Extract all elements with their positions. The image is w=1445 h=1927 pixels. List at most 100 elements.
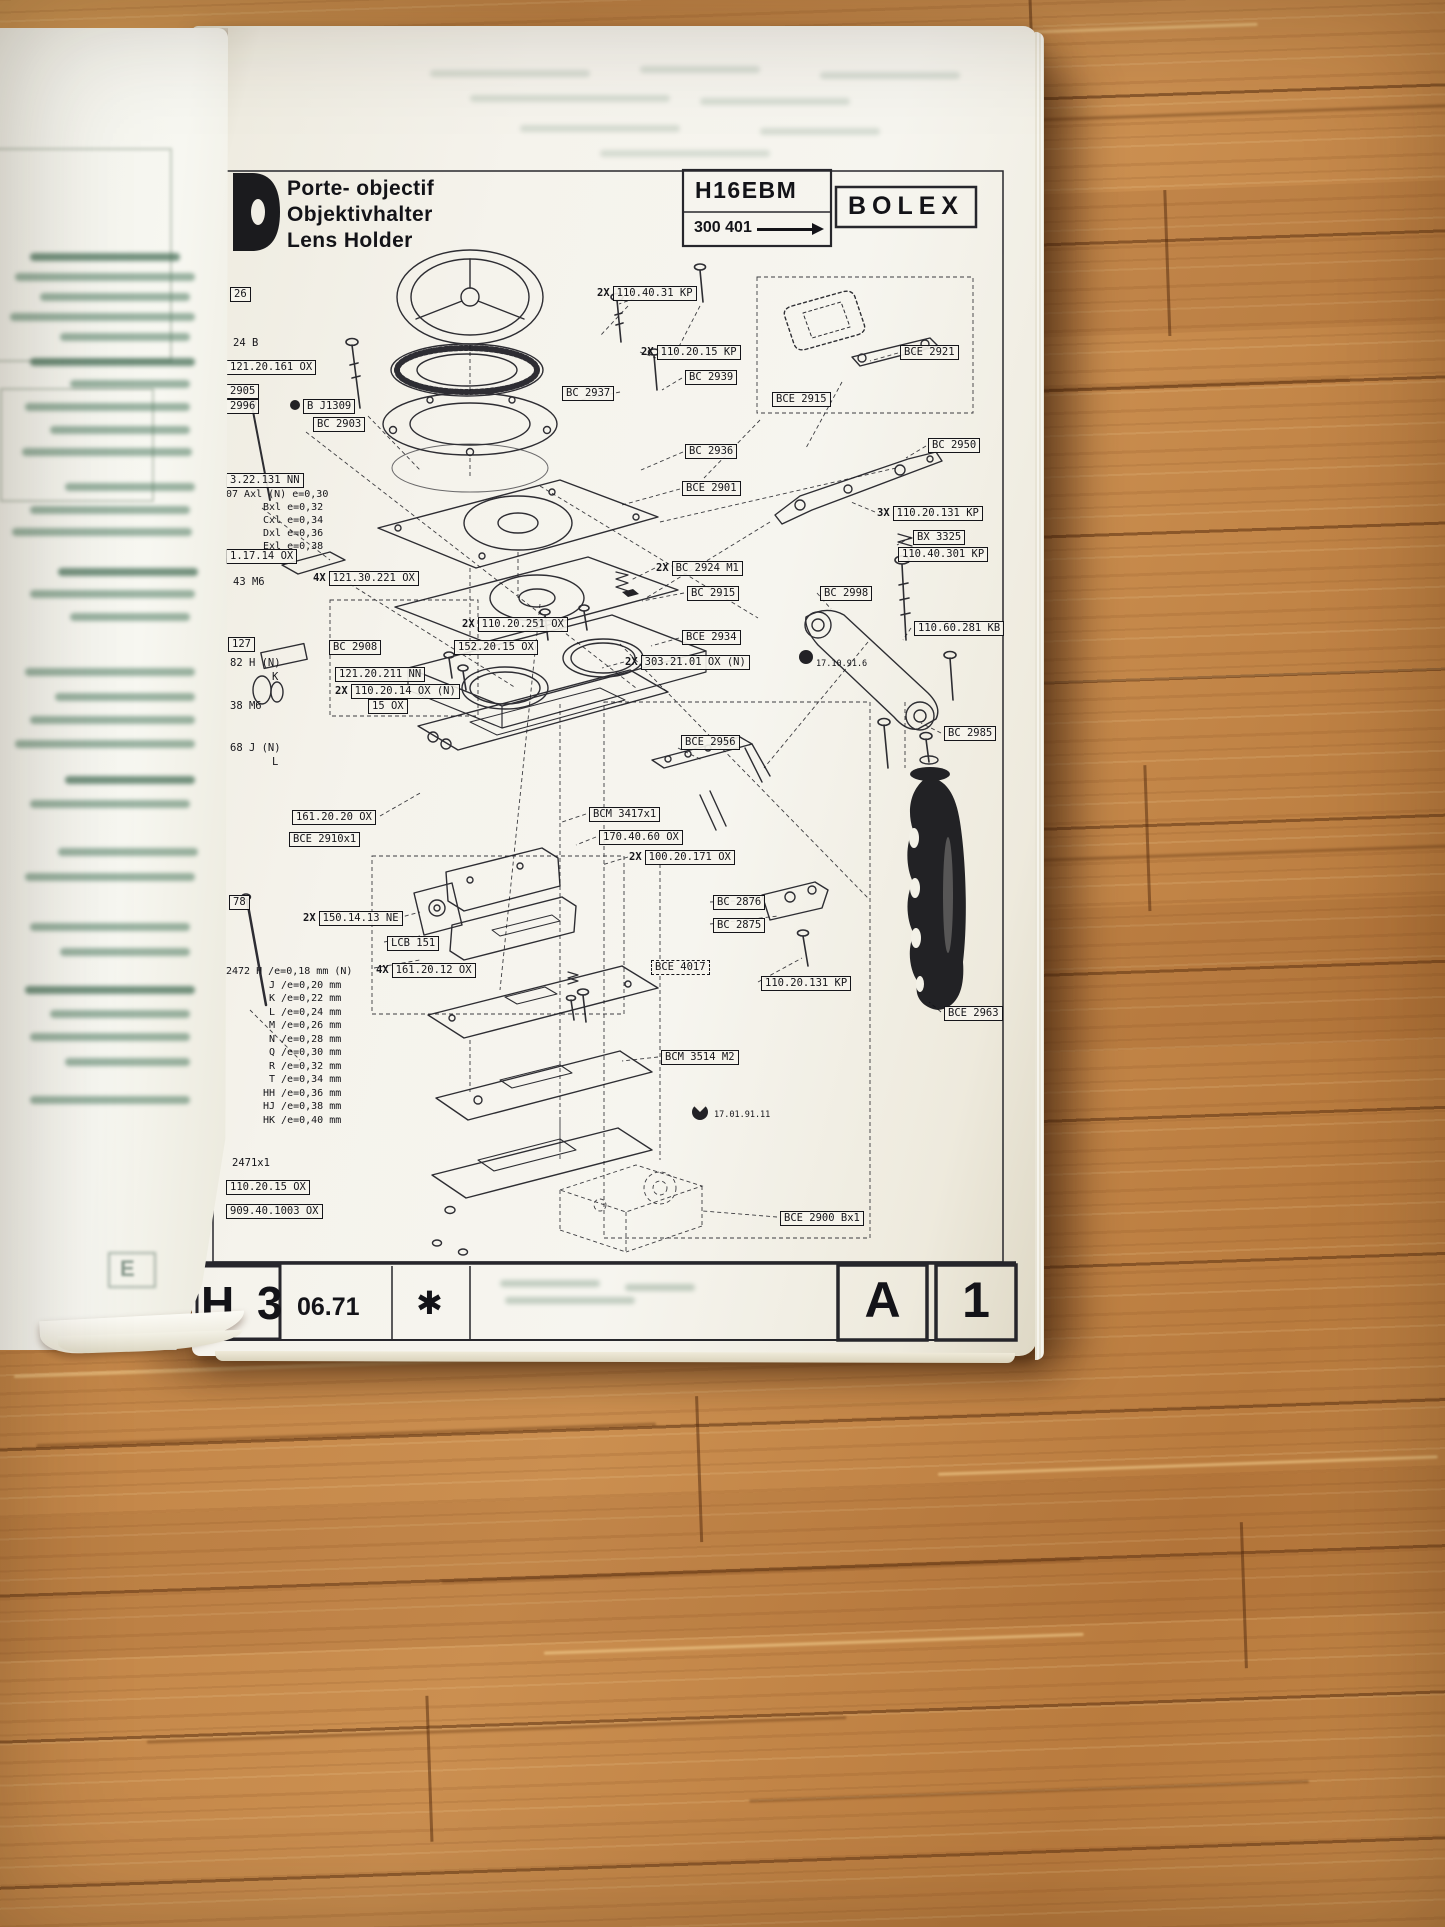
part-label: BC 2903 bbox=[313, 417, 366, 432]
variant-text: Exl e=0,38 bbox=[263, 541, 324, 552]
shim-row: HK /e=0,40 mm bbox=[263, 1115, 341, 1127]
model-number: H16EBM bbox=[695, 177, 798, 203]
part-qty: 2X bbox=[462, 618, 475, 630]
asterisk-icon: ✱ bbox=[416, 1284, 443, 1322]
bleed-line bbox=[640, 66, 760, 73]
part-label: BCE 2915 bbox=[772, 392, 831, 407]
shim-text: J /e=0,20 mm bbox=[269, 980, 342, 991]
part-number: BCE 2900 Bx1 bbox=[780, 1211, 864, 1226]
part-label: B J1309 bbox=[303, 399, 356, 414]
part-number: BC 2924 M1 bbox=[671, 561, 743, 576]
part-label: BCE 2956 bbox=[681, 735, 740, 750]
part-label: BC 2937 bbox=[562, 386, 615, 401]
variant-text: Cxl e=0,34 bbox=[263, 515, 324, 526]
bolex-logo: BOLEX bbox=[847, 192, 965, 220]
part-number: BCE 4017 bbox=[651, 960, 710, 975]
part-number: 909.40.1003 OX bbox=[226, 1204, 323, 1219]
part-number: 26 bbox=[230, 287, 251, 302]
title-french: Porte- objectif bbox=[287, 177, 435, 200]
part-qty: 2X bbox=[629, 851, 642, 863]
part-number: 110.20.251 OX bbox=[477, 617, 568, 632]
part-label: 17.01.91.11 bbox=[714, 1110, 770, 1121]
shim-text: K /e=0,22 mm bbox=[269, 993, 342, 1004]
bleed-line bbox=[625, 1284, 695, 1291]
arrow-icon bbox=[757, 223, 824, 234]
part-number: 161.20.20 OX bbox=[292, 810, 376, 825]
part-number: B J1309 bbox=[303, 399, 356, 414]
shim-text: HH /e=0,36 mm bbox=[263, 1088, 342, 1099]
part-label: 110.20.15 OX bbox=[226, 1180, 310, 1195]
part-label: 17.10.91.6 bbox=[816, 659, 867, 670]
shim-row: N /e=0,28 mm bbox=[269, 1034, 341, 1046]
part-number: BX 3325 bbox=[913, 530, 966, 545]
part-number: BC 2998 bbox=[820, 586, 873, 601]
part-qty: 3X bbox=[877, 507, 890, 519]
part-label: 127 bbox=[228, 637, 255, 652]
variant-text: Dxl e=0,36 bbox=[263, 528, 324, 539]
bleed-line bbox=[505, 1297, 635, 1304]
part-qty: 2X bbox=[625, 656, 638, 668]
bleed-line bbox=[820, 72, 960, 79]
variant-text: 07 Axl (N) e=0,30 bbox=[226, 489, 329, 500]
manual-left-page: E bbox=[0, 28, 228, 1350]
part-number: BC 2903 bbox=[313, 417, 366, 432]
inset-detail bbox=[783, 290, 939, 367]
part-number: BCE 2963 bbox=[944, 1006, 1003, 1021]
part-label: BCE 4017 bbox=[651, 960, 710, 975]
shim-row: J /e=0,20 mm bbox=[269, 980, 341, 992]
part-label: 3.22.131 NN bbox=[226, 473, 304, 488]
variant-row: Exl e=0,38 bbox=[263, 541, 323, 553]
part-number: 43 M6 bbox=[233, 576, 265, 588]
part-number: BCE 2901 bbox=[682, 481, 741, 496]
part-qty: 4X bbox=[313, 572, 326, 584]
part-number: BCM 3417x1 bbox=[589, 807, 661, 822]
part-number: 38 M6 bbox=[230, 700, 262, 712]
shim-text: HJ /e=0,38 mm bbox=[263, 1101, 342, 1112]
part-label: 15 OX bbox=[368, 699, 408, 714]
part-number: BCE 2956 bbox=[681, 735, 740, 750]
part-number: 110.60.281 KB bbox=[914, 621, 1005, 636]
part-label: 2471x1 bbox=[232, 1157, 270, 1170]
part-label: 161.20.20 OX bbox=[292, 810, 376, 825]
title-german: Objektivhalter bbox=[287, 203, 433, 226]
part-number: 24 B bbox=[233, 337, 259, 349]
part-number: 2471x1 bbox=[232, 1157, 270, 1169]
bottom-plates bbox=[427, 965, 659, 1256]
part-number: 82 H (N) bbox=[230, 657, 281, 669]
part-number: 1.17.14 OX bbox=[226, 549, 298, 564]
part-label: 121.20.161 OX bbox=[226, 360, 317, 375]
part-number: BC 2939 bbox=[685, 370, 738, 385]
part-label: 152.20.15 OX bbox=[454, 640, 538, 655]
grip-handle bbox=[907, 755, 966, 1010]
part-label: 909.40.1003 OX bbox=[226, 1204, 323, 1219]
part-label: BX 3325 bbox=[913, 530, 966, 545]
part-label: 110.60.281 KB bbox=[914, 621, 1005, 636]
part-number: 110.20.131 KP bbox=[892, 506, 983, 521]
part-number: 110.40.301 KP bbox=[898, 547, 989, 562]
shim-text: 2472 H /e=0,18 mm (N) bbox=[226, 966, 353, 977]
part-label: BCM 3417x1 bbox=[589, 807, 661, 822]
bleed-line bbox=[500, 1280, 600, 1287]
bleed-line bbox=[760, 128, 880, 135]
part-reference: 300 401 bbox=[694, 219, 752, 236]
part-label: BC 2950 bbox=[928, 438, 981, 453]
part-qty: 2X bbox=[656, 562, 669, 574]
left-page-letter: E bbox=[120, 1256, 135, 1281]
part-label: BCE 2921 bbox=[900, 345, 959, 360]
part-number: BCE 2934 bbox=[682, 630, 741, 645]
part-number: 17.01.91.11 bbox=[714, 1110, 771, 1120]
part-number: 15 OX bbox=[368, 699, 408, 714]
part-label: 68 J (N) bbox=[230, 742, 281, 755]
shim-row: HJ /e=0,38 mm bbox=[263, 1101, 341, 1113]
part-number: L bbox=[272, 756, 279, 768]
part-number: BCE 2910x1 bbox=[289, 832, 361, 847]
part-number: 68 J (N) bbox=[230, 742, 281, 754]
